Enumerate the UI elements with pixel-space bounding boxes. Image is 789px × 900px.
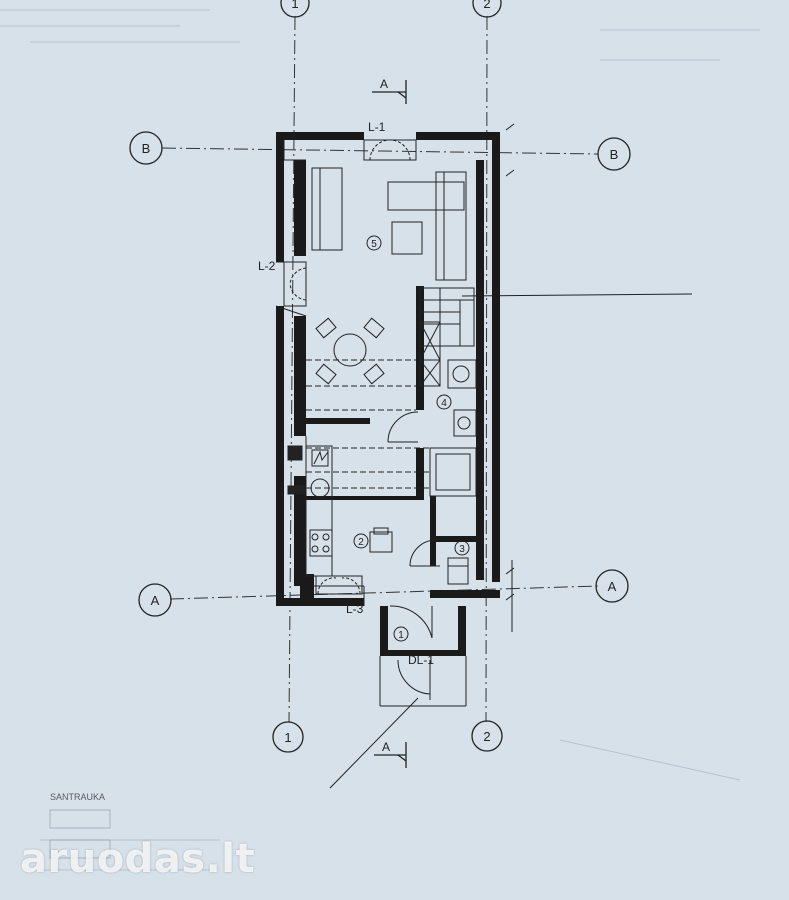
- grid-axis-B-line: [161, 147, 599, 155]
- interior-doors: [387, 411, 437, 567]
- room-number: 4: [441, 398, 447, 409]
- door-DL1: DL-1: [389, 605, 434, 700]
- room-number-1: 1: [393, 626, 409, 642]
- room-number-5: 5: [366, 235, 382, 251]
- grid-label: A: [608, 579, 617, 594]
- window-L2: L-2: [258, 259, 307, 307]
- watermark-text: aruodas.lt: [20, 836, 256, 882]
- section-mark-bottom: A: [374, 740, 407, 768]
- dining-set: [315, 317, 385, 385]
- background-faint-text: [0, 9, 760, 871]
- grid-bubble-2-top: 2: [472, 0, 502, 18]
- legend-title: SANTRAUKA: [50, 792, 105, 802]
- room-number: 2: [358, 537, 364, 548]
- room-number-3: 3: [454, 540, 470, 556]
- window-L3: L-3: [315, 575, 364, 616]
- grid-bubble-A-left: A: [138, 583, 172, 617]
- grid-axis-A-line: [169, 585, 599, 600]
- staircase: [419, 287, 475, 387]
- sofa-corner: [387, 171, 467, 281]
- grid-label: B: [610, 147, 619, 162]
- grid-label: 1: [291, 0, 298, 11]
- aruodas-watermark: aruodas.lt: [20, 836, 255, 882]
- sofa-left: [311, 167, 343, 251]
- grid-bubble-1-bottom: 1: [272, 721, 304, 753]
- section-mark-top: A: [372, 77, 407, 104]
- stair-lines: [306, 359, 430, 489]
- room-number-2: 2: [353, 533, 369, 549]
- coffee-table: [391, 221, 423, 255]
- leader-lines: [329, 293, 693, 789]
- room-number: 5: [371, 239, 377, 250]
- grid-bubble-1-top: 1: [280, 0, 310, 18]
- section-label: A: [380, 77, 388, 91]
- window-label-L1: L-1: [368, 120, 386, 134]
- grid-bubble-B-right: B: [597, 137, 631, 171]
- room-number: 3: [459, 544, 465, 555]
- grid-bubble-A-right: A: [595, 569, 629, 603]
- grid-label: B: [142, 141, 151, 156]
- grid-axis-2-line: [485, 15, 488, 723]
- bathroom-fixtures: [429, 359, 477, 497]
- room-number-4: 4: [436, 394, 452, 410]
- dimension-ticks: [505, 123, 515, 632]
- wc-fixtures: [447, 557, 469, 585]
- grid-bubble-2-bottom: 2: [471, 720, 503, 752]
- grid-label: 1: [284, 730, 291, 745]
- legend-block: SANTRAUKA: [49, 792, 111, 859]
- window-label-L3: L-3: [346, 602, 364, 616]
- grid-label: 2: [483, 0, 490, 11]
- door-label-DL1: DL-1: [408, 653, 434, 667]
- kitchen-fixtures: [287, 445, 393, 577]
- window-L1: L-1: [363, 120, 417, 161]
- grid-label: 2: [483, 729, 490, 744]
- grid-bubble-B-left: B: [129, 131, 163, 165]
- room-number: 1: [398, 630, 404, 641]
- section-label: A: [382, 740, 390, 754]
- grid-label: A: [151, 593, 160, 608]
- window-label-L2: L-2: [258, 259, 276, 273]
